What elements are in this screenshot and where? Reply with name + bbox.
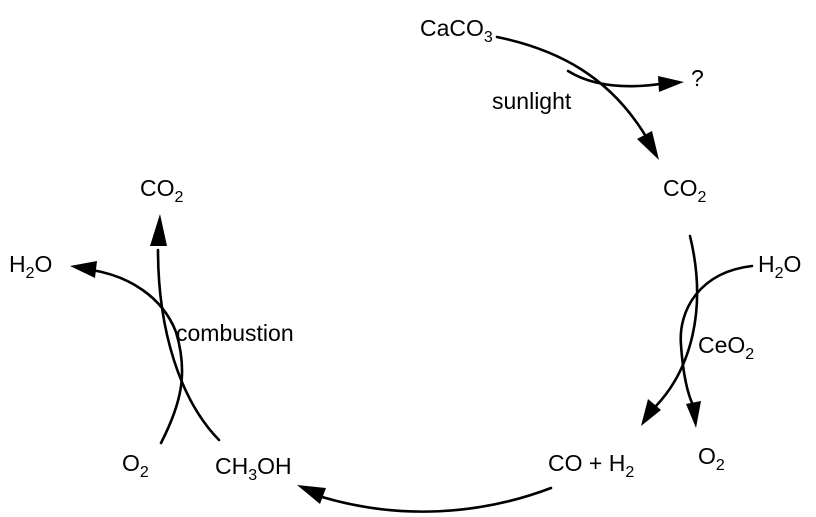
caco3-label: CaCO3	[420, 15, 493, 46]
co2-left-label: CO2	[140, 175, 184, 206]
arrow-syngas-to-methanol	[297, 485, 553, 513]
h2o-right-label: H2O	[758, 251, 802, 282]
o2-left-label: O2	[122, 450, 149, 481]
h2o-left-label: H2O	[9, 251, 53, 282]
unknown-product-label: ?	[691, 65, 704, 91]
ceo2-label: CeO2	[698, 332, 755, 363]
co2-right-label: CO2	[663, 175, 707, 206]
arrow-o2-to-h2o	[70, 261, 184, 445]
methanol-label: CH3OH	[215, 453, 292, 484]
arrow-co2-to-syngas	[641, 234, 699, 426]
arrow-h2o-to-o2-ceo2	[679, 264, 754, 428]
arrow-methanol-to-co2	[150, 214, 221, 442]
o2-right-label: O2	[698, 443, 725, 474]
combustion-label: combustion	[176, 320, 294, 346]
arrow-side-to-unknown	[566, 69, 684, 92]
sunlight-label: sunlight	[492, 88, 572, 114]
arrow-caco3-to-co2	[495, 35, 659, 160]
syngas-label: CO + H2	[548, 450, 635, 481]
